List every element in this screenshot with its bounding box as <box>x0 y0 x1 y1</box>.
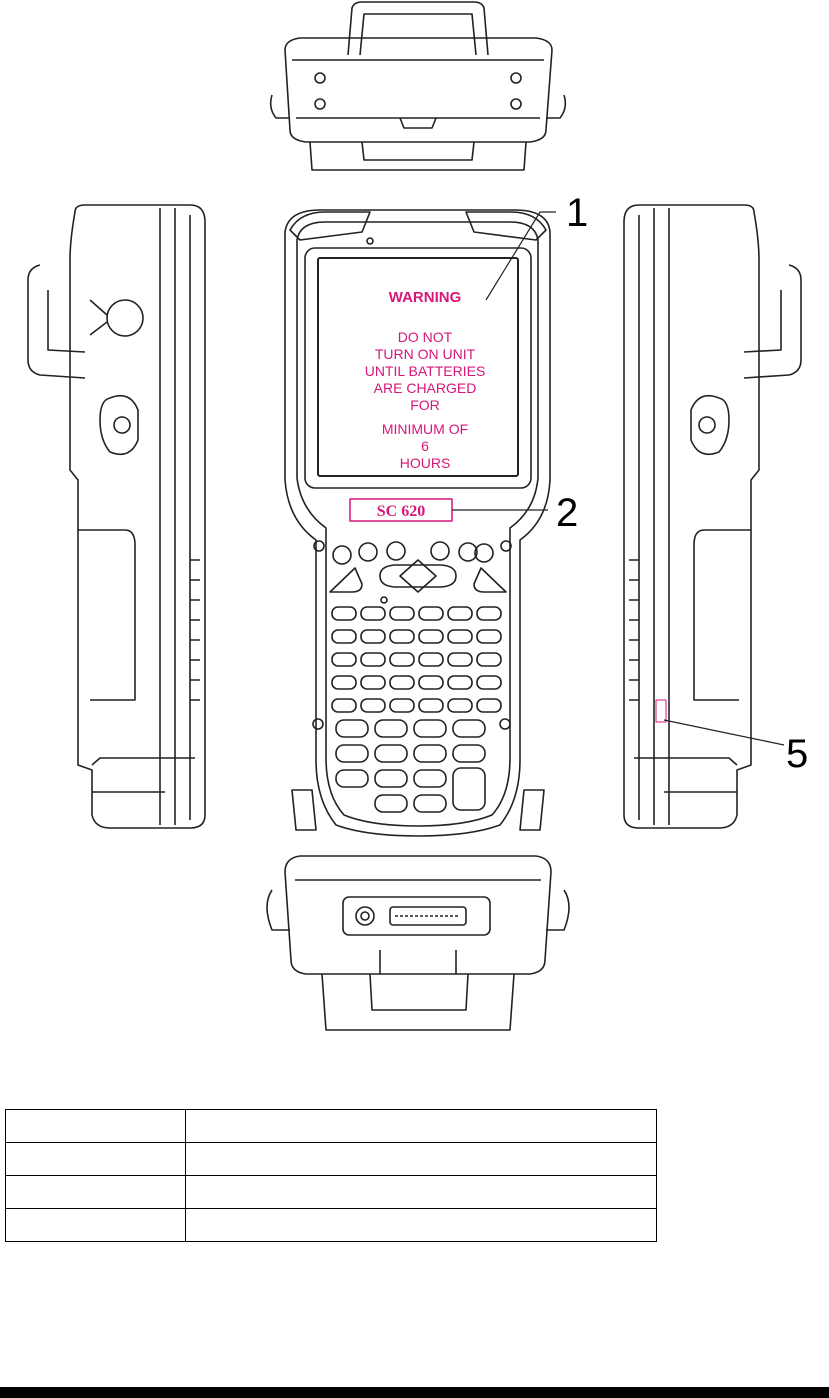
footer-rule <box>0 1387 829 1398</box>
table-row <box>5 1208 657 1242</box>
warning-line: 6 <box>421 438 429 454</box>
top-view <box>269 1 567 171</box>
table-cell <box>5 1175 186 1209</box>
model-label: SC 620 <box>377 503 425 520</box>
warning-line: MINIMUM OF <box>382 421 468 437</box>
callout-5: 5 <box>786 732 808 776</box>
right-side-view <box>623 204 802 829</box>
callout-2: 2 <box>556 491 578 535</box>
table-cell <box>185 1208 657 1242</box>
table-cell <box>185 1142 657 1176</box>
warning-line: UNTIL BATTERIES <box>365 363 486 379</box>
warning-line: DO NOT <box>398 329 453 345</box>
left-side-view <box>27 204 206 829</box>
leader-line-5 <box>663 719 785 746</box>
callout-1: 1 <box>566 191 588 235</box>
leader-line-1 <box>485 211 556 301</box>
warning-line: ARE CHARGED <box>374 380 477 396</box>
table-cell <box>5 1142 186 1176</box>
warning-line: TURN ON UNIT <box>375 346 476 362</box>
table-row <box>5 1109 657 1143</box>
table-cell <box>185 1175 657 1209</box>
screen-warning: WARNING DO NOT TURN ON UNIT UNTIL BATTER… <box>365 289 486 471</box>
table-cell <box>5 1109 186 1143</box>
table-row <box>5 1142 657 1176</box>
table-cell <box>185 1109 657 1143</box>
device-diagram: WARNING DO NOT TURN ON UNIT UNTIL BATTER… <box>27 1 808 1031</box>
parts-table <box>5 1109 657 1242</box>
warning-heading: WARNING <box>389 289 462 306</box>
front-view <box>284 209 551 837</box>
warning-line: FOR <box>410 397 440 413</box>
table-cell <box>5 1208 186 1242</box>
table-row <box>5 1175 657 1209</box>
bottom-view <box>266 855 570 1031</box>
warning-line: HOURS <box>400 455 451 471</box>
